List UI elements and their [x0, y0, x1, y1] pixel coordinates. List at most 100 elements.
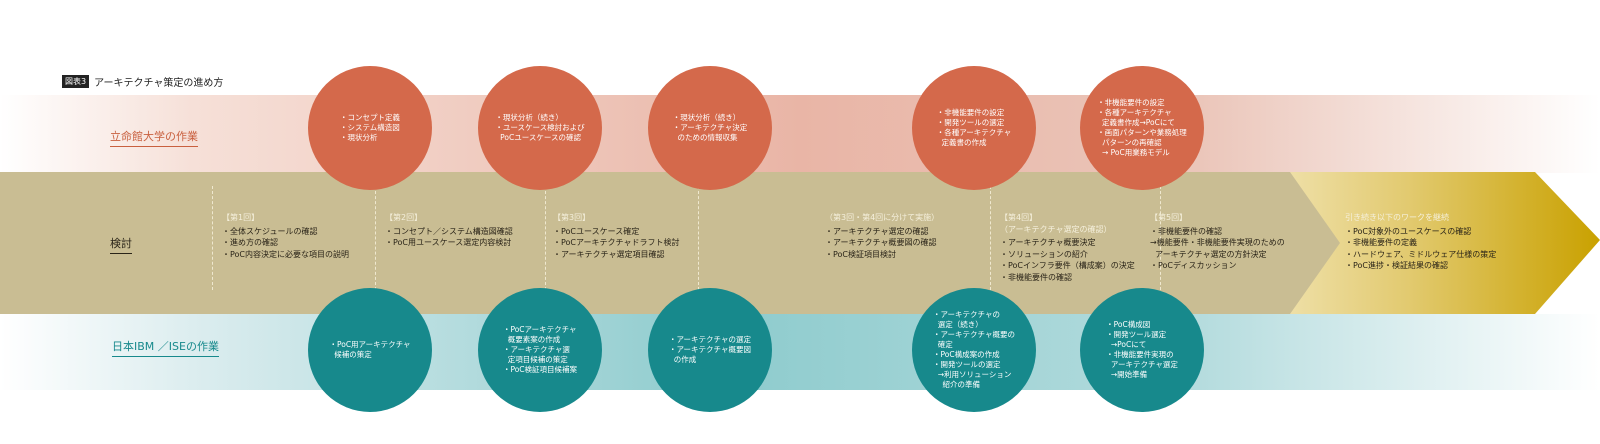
divider	[698, 186, 699, 290]
session-heading: 【第4回】	[1000, 213, 1038, 222]
divider	[212, 186, 213, 290]
list-item: アーキテクチャ選定	[1106, 360, 1178, 369]
list-item: ・PoC内容決定に必要な項目の説明	[222, 249, 350, 259]
list-item: アーキテクチャ選定の方針決定	[1150, 249, 1267, 259]
lane-label-ibm: 日本IBM ／ISEの作業	[112, 338, 219, 357]
list-item: 定義書の作成	[936, 138, 987, 147]
list-item: ・ソリューションの紹介	[1000, 249, 1088, 259]
divider	[545, 186, 546, 290]
list-item: ・非機能要件の定義	[1345, 238, 1417, 247]
list-item: ・アーキテクチャの選定	[669, 335, 751, 344]
list-item: 定項目候補の策定	[502, 355, 568, 364]
ibm-lane	[0, 314, 1600, 390]
list-item: ・進め方の確認	[222, 238, 278, 247]
list-item: ・PoCインフラ要件（構成案）の決定	[1000, 261, 1135, 270]
ritsumeikan-task-circle: ・コンセプト定義・システム構造図・現状分析	[308, 66, 432, 190]
divider	[1160, 186, 1161, 290]
ritsumeikan-task-circle: ・非機能要件の設定・開発ツールの選定・各種アーキテクチャ 定義書の作成	[912, 66, 1036, 190]
list-item: ・ユースケース検討および	[495, 123, 585, 132]
list-item: の作成	[669, 355, 697, 364]
list-item: ・アーキテクチャ概要図	[669, 345, 751, 354]
session-heading: （第3回・第4回に分けて実施）	[825, 213, 940, 222]
list-item: →機能要件・非機能要件実現のための	[1150, 238, 1285, 247]
list-item: ・PoC検証項目検討	[825, 249, 897, 259]
list-item: ・PoC構成図	[1106, 320, 1151, 329]
list-item: ・非機能要件実現の	[1106, 350, 1174, 359]
divider	[375, 186, 376, 290]
list-item: ・非機能要件の設定	[936, 108, 1005, 117]
ritsumeikan-lane	[0, 95, 1600, 173]
list-item: ・ハードウェア、ミドルウェア仕様の策定	[1345, 249, 1497, 259]
ibm-task-circle: ・アーキテクチャの 選定（続き）・アーキテクチャ概要の 確定・PoC構成案の作成…	[912, 288, 1036, 412]
list-item: ・現状分析	[340, 133, 378, 142]
session-heading: 【第2回】	[385, 213, 423, 222]
list-item: ・非機能要件の設定	[1097, 98, 1165, 107]
session-column: 【第2回】・コンセプト／システム構造図確認・PoC用ユースケース選定内容検討	[385, 212, 513, 249]
ibm-task-circle: ・PoC用アーキテクチャ 候補の策定	[308, 288, 432, 412]
list-item: ・アーキテクチャ選	[502, 345, 570, 354]
list-item: ・各種アーキテクチャ	[936, 128, 1012, 137]
session-column: 【第3回】・PoCユースケース確定・PoCアーキテクチャドラフト検討・アーキテク…	[553, 212, 679, 260]
session-column: （第3回・第4回に分けて実施） ・アーキテクチャ選定の確認・アーキテクチャ概要図の…	[825, 212, 939, 260]
list-item: PoCユースケースの確認	[495, 133, 581, 142]
lane-label-ritsumeikan: 立命館大学の作業	[110, 128, 198, 147]
list-item: ・PoC対象外のユースケースの確認	[1345, 226, 1472, 236]
list-item: ・PoCユースケース確定	[553, 226, 640, 236]
list-item: ・現状分析（続き）	[495, 113, 563, 122]
list-item: →利用ソリューション	[933, 370, 1012, 379]
list-item: ・各種アーキテクチャ	[1097, 108, 1172, 117]
list-item: ・PoC進捗・検証結果の確認	[1345, 261, 1449, 270]
list-item: ・開発ツールの選定	[936, 118, 1005, 127]
list-item: ・非機能要件の確認	[1150, 226, 1222, 236]
list-item: パターンの再確認	[1097, 138, 1162, 147]
review-lane-arrow	[0, 172, 1340, 314]
figure-tag: 図表3	[62, 75, 90, 88]
list-item: →開始準備	[1106, 370, 1148, 379]
session-column: 【第4回】（アーキテクチャ選定の確認）・アーキテクチャ概要決定・ソリューションの…	[1000, 212, 1135, 283]
list-item: ・アーキテクチャ概要図の確認	[825, 238, 937, 247]
list-item: 選定（続き）	[933, 320, 983, 329]
divider	[990, 186, 991, 290]
session-heading: 【第3回】	[553, 213, 591, 222]
list-item: ・アーキテクチャ概要決定	[1000, 238, 1096, 247]
list-item: ・非機能要件の確認	[1000, 272, 1072, 282]
list-item: ・アーキテクチャ概要の	[933, 330, 1015, 339]
list-item: ・全体スケジュールの確認	[222, 226, 318, 236]
list-item: → PoC用業務モデル	[1097, 148, 1170, 157]
ibm-task-circle: ・アーキテクチャの選定・アーキテクチャ概要図 の作成	[648, 288, 772, 412]
future-work-arrow	[1250, 172, 1600, 314]
ritsumeikan-task-circle: ・現状分析（続き）・アーキテクチャ決定 のための情報収集	[648, 66, 772, 190]
session-heading: 【第1回】	[222, 213, 260, 222]
list-item: 紹介の準備	[933, 380, 981, 389]
session-column: 引き続き以下のワークを継続・PoC対象外のユースケースの確認・非機能要件の定義・…	[1345, 212, 1496, 272]
list-item: ・開発ツール選定	[1106, 330, 1167, 339]
session-column: 【第1回】・全体スケジュールの確認・進め方の確認・PoC内容決定に必要な項目の説…	[222, 212, 349, 260]
list-item: ・開発ツールの選定	[933, 360, 1001, 369]
session-heading: 【第5回】	[1150, 213, 1188, 222]
ritsumeikan-task-circle: ・現状分析（続き）・ユースケース検討および PoCユースケースの確認	[478, 66, 602, 190]
list-item: ・PoC用ユースケース選定内容検討	[385, 238, 512, 247]
list-item: 定義書作成→PoCにて	[1097, 118, 1175, 127]
ibm-task-circle: ・PoC構成図・開発ツール選定 →PoCにて・非機能要件実現の アーキテクチャ選…	[1080, 288, 1204, 412]
list-item: ・アーキテクチャの	[933, 310, 1000, 319]
list-item: 概要素案の作成	[502, 335, 561, 344]
list-item: →PoCにて	[1106, 340, 1147, 349]
ibm-task-circle: ・PoCアーキテクチャ 概要素案の作成・アーキテクチャ選 定項目候補の策定・Po…	[478, 288, 602, 412]
session-column: 【第5回】・非機能要件の確認 →機能要件・非機能要件実現のための アーキテクチャ選…	[1150, 212, 1285, 272]
list-item: のための情報収集	[672, 133, 738, 142]
ritsumeikan-task-circle: ・非機能要件の設定・各種アーキテクチャ 定義書作成→PoCにて・画面パターンや業…	[1080, 66, 1204, 190]
list-item: ・コンセプト定義	[340, 113, 400, 122]
list-item: ・PoC検証項目候補案	[502, 365, 578, 374]
list-item: ・PoC構成案の作成	[933, 350, 1000, 359]
list-item: ・PoC用アーキテクチャ	[329, 340, 411, 349]
figure-title-text: アーキテクチャ策定の進め方	[94, 78, 224, 89]
list-item: ・システム構造図	[340, 123, 400, 132]
list-item: 確定	[933, 340, 953, 349]
session-heading: 引き続き以下のワークを継続	[1345, 213, 1449, 222]
list-item: 候補の策定	[329, 350, 372, 359]
list-item: ・PoCアーキテクチャ	[502, 325, 577, 334]
list-item: ・コンセプト／システム構造図確認	[385, 226, 513, 236]
list-item: ・アーキテクチャ選定の確認	[825, 226, 929, 236]
lane-label-review: 検討	[110, 235, 132, 254]
